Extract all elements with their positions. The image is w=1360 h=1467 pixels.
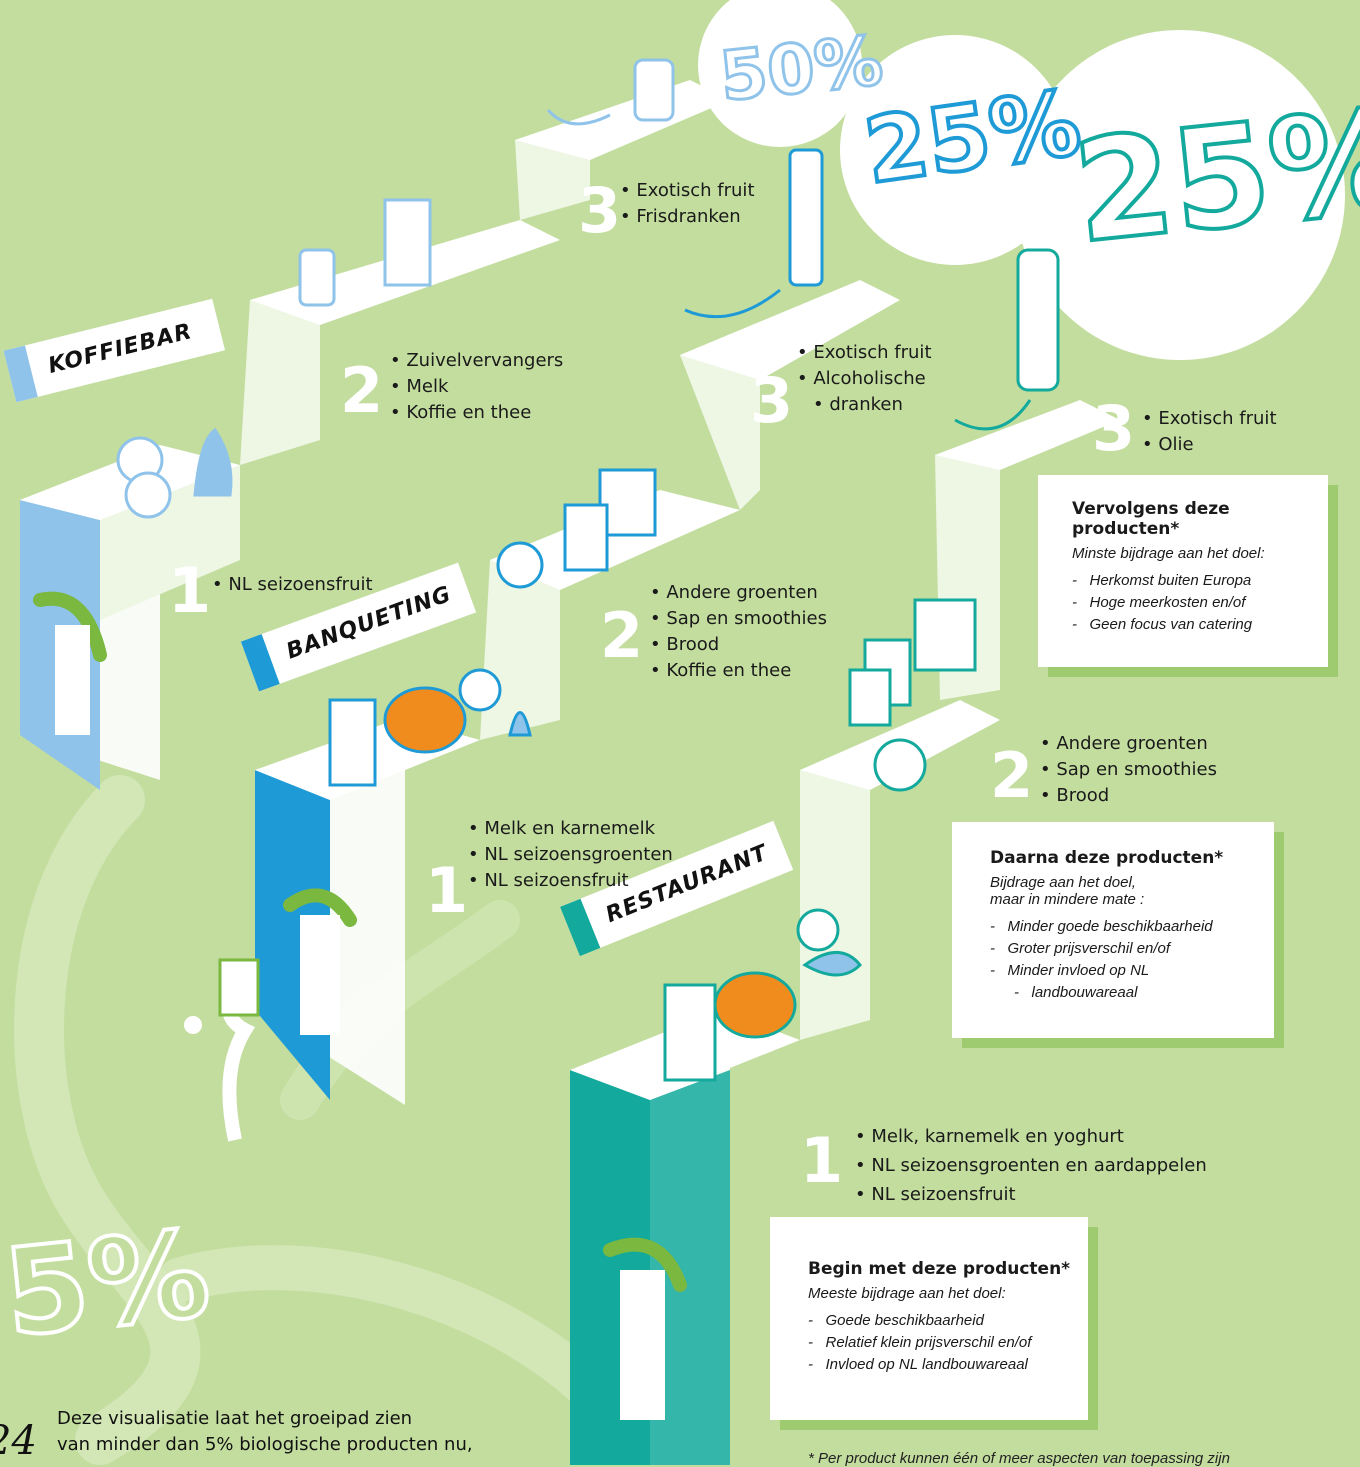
list-item: Koffie en thee (650, 658, 827, 684)
intro-line1: Deze visualisatie laat het groeipad zien (57, 1408, 413, 1429)
box-vervolgens: Vervolgens deze producten* Minste bijdra… (1038, 475, 1328, 667)
list-item: Exotisch fruit (1142, 406, 1276, 432)
banqueting-step3-number: 3 (750, 364, 794, 437)
box-subtitle-line2: maar in mindere mate : (990, 891, 1145, 908)
intro-line2: van minder dan 5% biologische producten … (57, 1434, 473, 1455)
box-title: Vervolgens deze producten* (1072, 499, 1230, 539)
banqueting-step1-number: 1 (425, 854, 469, 927)
list-item: Exotisch fruit (620, 178, 754, 204)
footnote: * Per product kunnen één of meer aspecte… (808, 1450, 1230, 1467)
list-item: Koffie en thee (390, 400, 563, 426)
list-item: Olie (1142, 432, 1277, 458)
list-item: NL seizoensfruit (855, 1180, 1207, 1209)
list-item: Groter prijsverschil en/of (990, 938, 1274, 960)
koffiebar-step3-number: 3 (578, 174, 622, 247)
list-item-continuation: dranken (829, 394, 903, 415)
list-item: Goede beschikbaarheid (808, 1310, 1088, 1332)
list-item: Geen focus van catering (1072, 614, 1328, 636)
list-item: dranken (797, 392, 932, 418)
list-item: NL seizoensfruit (212, 572, 372, 598)
banqueting-step1-list: Melk en karnemelk NL seizoensgroenten NL… (468, 816, 673, 894)
list-item: Melk (390, 374, 563, 400)
banqueting-step2-number: 2 (600, 599, 644, 672)
intro-text: Deze visualisatie laat het groeipad zien… (57, 1406, 473, 1458)
list-item-continuation: landbouwareaal (1031, 984, 1138, 1001)
list-item: Sap en smoothies (650, 606, 827, 632)
koffiebar-step1-list: NL seizoensfruit (212, 572, 372, 598)
list-item: NL seizoensgroenten (468, 842, 672, 868)
list-item: Zuivelvervangers (390, 348, 563, 374)
restaurant-step1-number: 1 (800, 1124, 844, 1197)
box-title: Daarna deze producten* (990, 848, 1224, 868)
pct-start: 5% (0, 1203, 217, 1367)
list-item: Exotisch fruit (797, 340, 931, 366)
restaurant-step3-number: 3 (1092, 392, 1136, 465)
koffiebar-step1-number: 1 (168, 554, 212, 627)
list-item: Alcoholische (797, 366, 932, 392)
banqueting-step2-list: Andere groenten Sap en smoothies Brood K… (650, 580, 827, 684)
list-item: landbouwareaal (990, 982, 1274, 1004)
list-item: Minder goede beschikbaarheid (990, 916, 1274, 938)
page-number: 24 (0, 1418, 37, 1464)
list-item: Sap en smoothies (1040, 757, 1217, 783)
koffiebar-step2-list: Zuivelvervangers Melk Koffie en thee (390, 348, 563, 426)
restaurant-step2-list: Andere groenten Sap en smoothies Brood (1040, 731, 1217, 809)
box-subtitle-line1: Bijdrage aan het doel, (990, 874, 1136, 891)
box-daarna: Daarna deze producten* Bijdrage aan het … (952, 822, 1274, 1038)
banqueting-step3-list: Exotisch fruit Alcoholische dranken (797, 340, 932, 418)
box-begin: Begin met deze producten* Meeste bijdrag… (770, 1217, 1088, 1420)
list-item: Melk, karnemelk en yoghurt (855, 1122, 1207, 1151)
box-list: Minder goede beschikbaarheid Groter prij… (990, 916, 1274, 1004)
restaurant-step3-list: Exotisch fruit Olie (1142, 406, 1277, 458)
restaurant-step2-number: 2 (990, 739, 1034, 812)
box-subtitle: Minste bijdrage aan het doel: (1072, 545, 1265, 562)
list-item: Brood (650, 632, 827, 658)
box-list: Goede beschikbaarheid Relatief klein pri… (808, 1310, 1088, 1376)
list-item: Herkomst buiten Europa (1072, 570, 1328, 592)
list-item: Frisdranken (620, 204, 755, 230)
koffiebar-step3-list: Exotisch fruit Frisdranken (620, 178, 755, 230)
list-item: Invloed op NL landbouwareaal (808, 1354, 1088, 1376)
restaurant-step1-list: Melk, karnemelk en yoghurt NL seizoensgr… (855, 1122, 1207, 1209)
list-item: NL seizoensgroenten en aardappelen (855, 1151, 1206, 1180)
koffiebar-step2-number: 2 (340, 354, 384, 427)
box-list: Herkomst buiten Europa Hoge meerkosten e… (1072, 570, 1328, 636)
list-item: Melk en karnemelk (468, 816, 673, 842)
list-item: Relatief klein prijsverschil en/of (808, 1332, 1088, 1354)
product-icons (116, 58, 1060, 1142)
list-item: Andere groenten (650, 580, 827, 606)
list-item: Minder invloed op NL (990, 960, 1274, 982)
pct-restaurant: 25% (1065, 76, 1360, 277)
list-item: Andere groenten (1040, 731, 1217, 757)
list-item: NL seizoensfruit (468, 868, 673, 894)
list-item: Hoge meerkosten en/of (1072, 592, 1328, 614)
box-subtitle: Meeste bijdrage aan het doel: (808, 1285, 1006, 1302)
list-item: Brood (1040, 783, 1217, 809)
box-title: Begin met deze producten* (808, 1259, 1071, 1279)
